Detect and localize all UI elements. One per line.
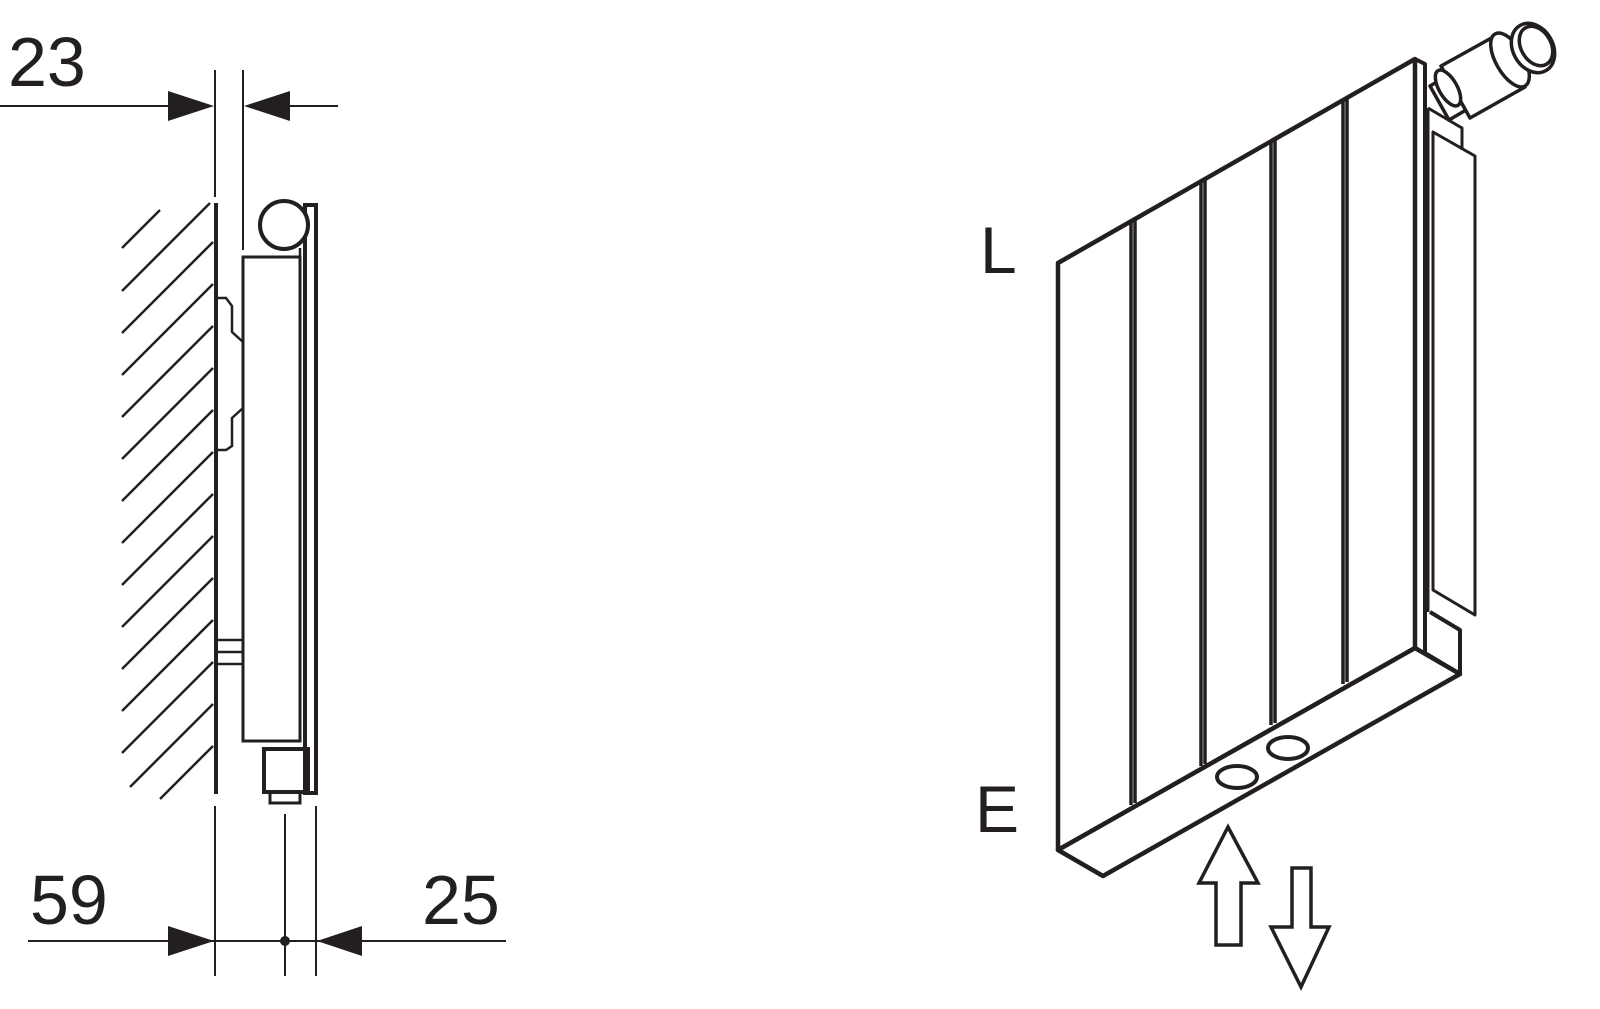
dimension-label-59: 59 [30,861,108,939]
flow-arrows [1196,823,1332,992]
arrowhead-top-right [244,91,290,121]
down-arrow-icon [1268,866,1332,992]
wall-hatching [121,202,214,800]
extension-lines [214,70,317,976]
arrowhead-bottom-left [168,926,214,956]
bottom-connection-nipple [268,792,302,805]
dimension-arrowheads [168,91,362,956]
up-arrow-icon [1196,823,1261,947]
bottom-connection-hole-1 [1215,764,1259,790]
label-bottom-connection: E [975,772,1019,846]
rear-panel [241,255,302,743]
label-top-connection: L [980,213,1017,287]
side-rail-top [1427,106,1464,150]
arrowhead-top-left [168,91,214,121]
panel-dividers [1129,98,1349,805]
side-rail [1426,108,1477,617]
bottom-connection [262,747,310,794]
thermostatic-valve-icon [1428,21,1557,122]
dimension-label-23: 23 [8,23,86,101]
isometric-view [1055,21,1557,879]
dimension-label-25: 25 [422,861,500,939]
side-view [0,70,506,976]
top-connection-circle [258,199,310,251]
dimension-center-dot [280,936,290,946]
bottom-connection-hole-2 [1266,735,1310,761]
front-panel [303,203,318,795]
wall-bracket [216,296,245,452]
radiator-side-depth [1414,57,1462,676]
bracket-foot [216,638,243,666]
arrowhead-bottom-right [317,926,362,956]
